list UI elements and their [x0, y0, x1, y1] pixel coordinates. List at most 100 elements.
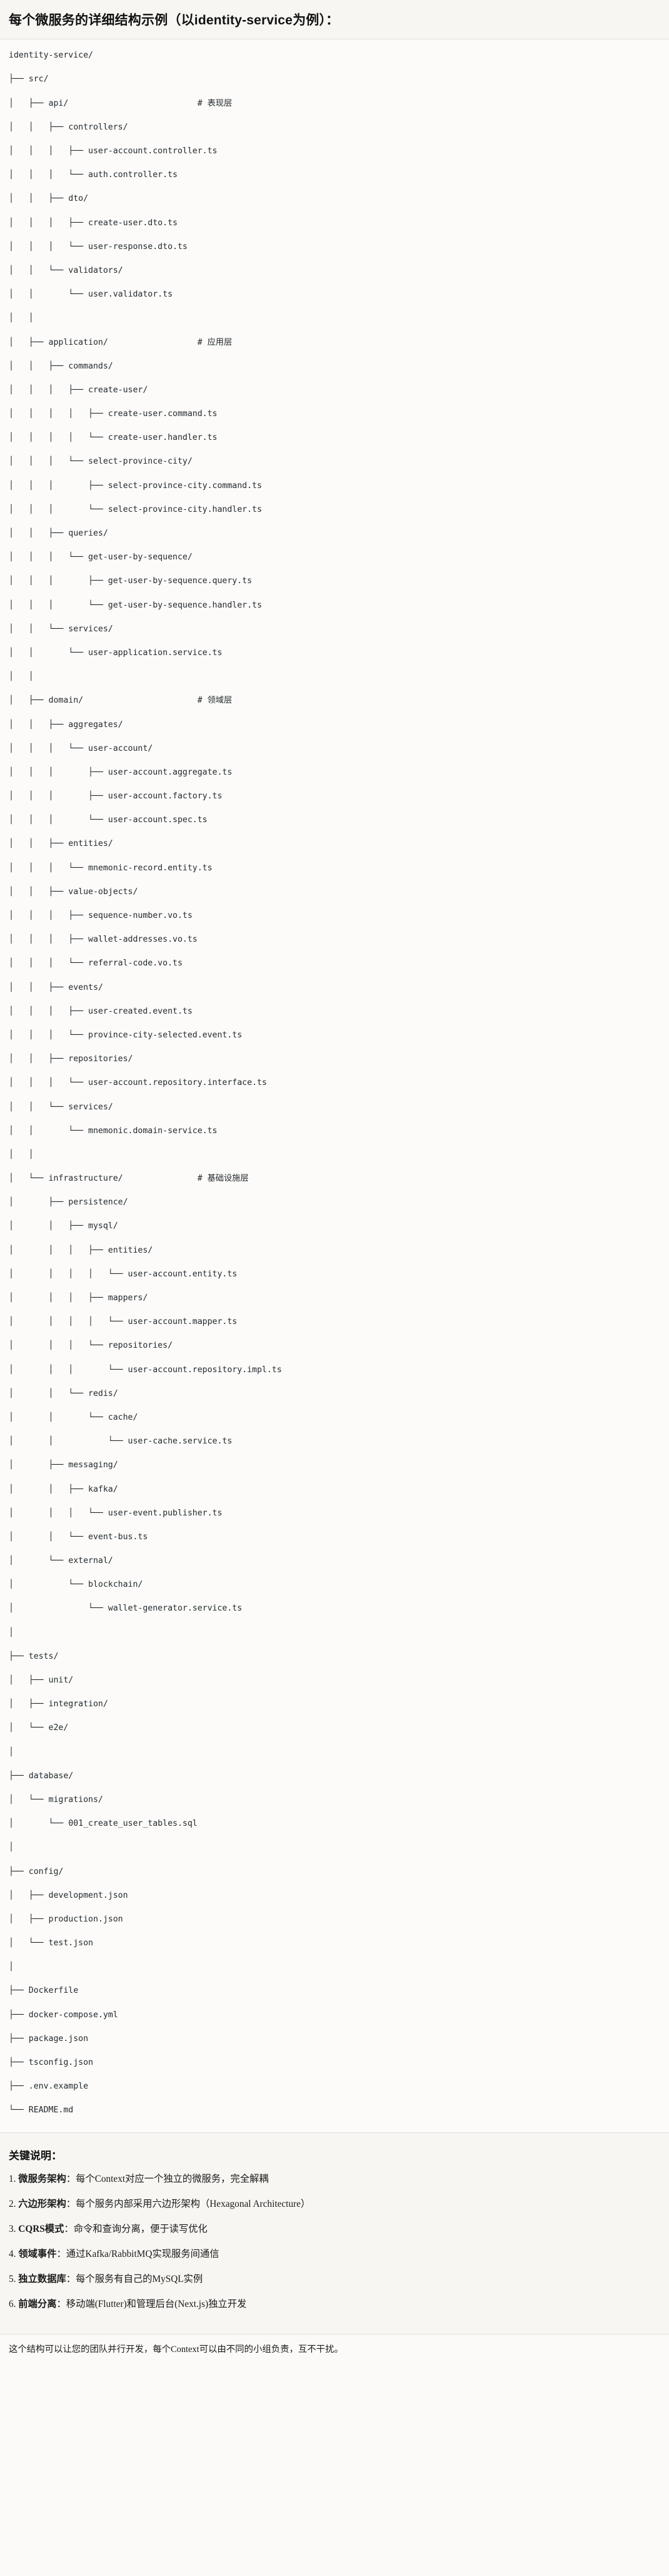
tree-line: │ │ │ └── repositories/	[9, 1341, 173, 1351]
tree-line: ├── database/	[9, 1771, 74, 1781]
tree-line: │ │ │ └── get-user-by-sequence/	[9, 552, 193, 563]
tree-line: │ │ │ ├── user-account.controller.ts	[9, 146, 218, 156]
tree-line: │ │ └── mnemonic.domain-service.ts	[9, 1126, 218, 1136]
directory-tree: identity-service/ ├── src/ │ ├── api/ # …	[9, 49, 660, 2116]
tree-line: │	[9, 1843, 14, 1853]
tree-line: ├── docker-compose.yml	[9, 2010, 118, 2020]
key-note-item: 3. CQRS模式：命令和查询分离，便于读写优化	[9, 2222, 660, 2237]
tree-line: │ └── test.json	[9, 1938, 93, 1948]
tree-line: │ │ ├── controllers/	[9, 122, 128, 132]
page-title: 每个微服务的详细结构示例（以identity-service为例）：	[9, 13, 340, 28]
tree-line: │ │ ├── aggregates/	[9, 720, 123, 730]
tree-line: │ │ └── services/	[9, 624, 113, 634]
tree-line: ├── src/	[9, 74, 49, 84]
tree-line: │ │ └── redis/	[9, 1388, 118, 1398]
footer-section: 这个结构可以让您的团队并行开发，每个Context可以由不同的小组负责，互不干扰…	[0, 2334, 669, 2371]
tree-line: │ │ └── user.validator.ts	[9, 290, 173, 300]
tree-line: │ │ │ │ └── user-account.mapper.ts	[9, 1317, 238, 1327]
tree-line: │ │ │ │ └── create-user.handler.ts	[9, 433, 218, 443]
key-note-number: 1.	[9, 2174, 19, 2185]
tree-line: │ │ │ └── province-city-selected.event.t…	[9, 1030, 243, 1040]
key-note-lead: 六边形架构	[18, 2199, 66, 2210]
tree-line: │ │ ├── events/	[9, 982, 103, 992]
tree-line: ├── Dockerfile	[9, 1986, 79, 1996]
tree-line: │ │ │ └── get-user-by-sequence.handler.t…	[9, 600, 262, 610]
key-note-lead: 领域事件	[18, 2249, 57, 2260]
tree-line: │ │ ├── dto/	[9, 194, 89, 204]
tree-line: │	[9, 1962, 14, 1972]
key-note-number: 3.	[9, 2224, 19, 2235]
tree-line: │ │ │ └── referral-code.vo.ts	[9, 959, 183, 969]
tree-line: │ │ ├── kafka/	[9, 1484, 118, 1494]
tree-line: │ │ │ └── user-account.repository.impl.t…	[9, 1365, 282, 1375]
tree-line: │ ├── production.json	[9, 1914, 123, 1924]
tree-line: │ │ │ └── auth.controller.ts	[9, 170, 178, 180]
tree-line: │ └── infrastructure/ # 基础设施层	[9, 1174, 249, 1184]
tree-line: ├── .env.example	[9, 2082, 89, 2092]
key-note-text: ：命令和查询分离，便于读写优化	[64, 2224, 208, 2235]
tree-line: │ │ │ ├── sequence-number.vo.ts	[9, 911, 193, 920]
tree-line: │ └── 001_create_user_tables.sql	[9, 1819, 198, 1829]
tree-line: ├── tsconfig.json	[9, 2058, 93, 2067]
tree-line: │ ├── messaging/	[9, 1460, 118, 1470]
tree-line: │ ├── application/ # 应用层	[9, 337, 233, 347]
directory-tree-section: identity-service/ ├── src/ │ ├── api/ # …	[0, 39, 669, 2134]
tree-line: │ │ │ ├── mappers/	[9, 1293, 148, 1303]
tree-line: │ ├── unit/	[9, 1676, 74, 1685]
tree-line: ├── tests/	[9, 1651, 59, 1661]
key-note-text: ：移动端(Flutter)和管理后台(Next.js)独立开发	[56, 2299, 247, 2310]
key-note-number: 6.	[9, 2299, 19, 2310]
tree-line: │ │ │ └── user-event.publisher.ts	[9, 1508, 223, 1518]
key-note-lead: 前端分离	[18, 2299, 57, 2310]
key-notes-title: 关键说明：	[9, 2150, 62, 2162]
tree-line: │ │ │ └── user-account.spec.ts	[9, 815, 208, 825]
tree-line: │ │ │ ├── create-user.dto.ts	[9, 218, 178, 228]
key-note-lead: 微服务架构	[18, 2174, 66, 2185]
tree-line: │ │ │ └── select-province-city/	[9, 457, 193, 467]
key-note-number: 4.	[9, 2249, 19, 2260]
key-note-text: ：每个Context对应一个独立的微服务，完全解耦	[66, 2174, 269, 2185]
key-note-text: ：通过Kafka/RabbitMQ实现服务间通信	[56, 2249, 219, 2260]
tree-line: │ └── external/	[9, 1556, 113, 1566]
key-note-item: 6. 前端分离：移动端(Flutter)和管理后台(Next.js)独立开发	[9, 2298, 660, 2312]
tree-line: │ │ ├── queries/	[9, 529, 108, 538]
tree-line: │ └── e2e/	[9, 1723, 69, 1733]
tree-line: │	[9, 1747, 14, 1757]
tree-line: │ │ │ │ ├── create-user.command.ts	[9, 409, 218, 419]
page-root: 每个微服务的详细结构示例（以identity-service为例）： ident…	[0, 13, 669, 2371]
key-note-text: ：每个服务内部采用六边形架构（Hexagonal Architecture）	[66, 2199, 311, 2210]
tree-line: │ │ │ ├── select-province-city.command.t…	[9, 481, 262, 491]
tree-line: identity-service/	[9, 51, 93, 61]
footer-summary-text: 这个结构可以让您的团队并行开发，每个Context可以由不同的小组负责，互不干扰…	[9, 2344, 343, 2355]
tree-line: │ └── migrations/	[9, 1795, 103, 1805]
tree-line: │ │ └── user-cache.service.ts	[9, 1437, 233, 1447]
tree-line: │ │ ├── commands/	[9, 361, 113, 371]
tree-line: │ │ │ ├── user-created.event.ts	[9, 1006, 193, 1016]
tree-line: │ │ ├── entities/	[9, 839, 113, 849]
tree-line: │ │ │ └── mnemonic-record.entity.ts	[9, 863, 213, 873]
key-note-item: 4. 领域事件：通过Kafka/RabbitMQ实现服务间通信	[9, 2248, 660, 2262]
tree-line: └── README.md	[9, 2105, 74, 2115]
key-note-text: ：每个服务有自己的MySQL实例	[66, 2274, 203, 2285]
tree-line: │ │ └── user-application.service.ts	[9, 648, 223, 658]
tree-line: │ ├── development.json	[9, 1890, 128, 1900]
tree-line: │ │ │ └── user-account/	[9, 743, 153, 753]
tree-line: │ │	[9, 313, 34, 323]
tree-line: │	[9, 1627, 14, 1637]
tree-line: ├── config/	[9, 1866, 64, 1876]
key-note-item: 5. 独立数据库：每个服务有自己的MySQL实例	[9, 2273, 660, 2287]
tree-line: │ │ └── event-bus.ts	[9, 1532, 148, 1542]
tree-line: │ │ │ └── user-response.dto.ts	[9, 242, 188, 252]
tree-line: │ │ │ └── select-province-city.handler.t…	[9, 504, 262, 514]
tree-line: │ │ │ ├── create-user/	[9, 385, 148, 395]
key-note-lead: 独立数据库	[18, 2274, 66, 2285]
key-note-item: 1. 微服务架构：每个Context对应一个独立的微服务，完全解耦	[9, 2172, 660, 2187]
tree-line: │ │ └── validators/	[9, 265, 123, 275]
tree-line: │ └── blockchain/	[9, 1580, 143, 1590]
tree-line: │ ├── integration/	[9, 1699, 108, 1709]
tree-line: │ │ │ ├── user-account.factory.ts	[9, 792, 223, 802]
tree-line: │ │ │ ├── get-user-by-sequence.query.ts	[9, 576, 253, 586]
tree-line: │ │ ├── mysql/	[9, 1221, 118, 1231]
